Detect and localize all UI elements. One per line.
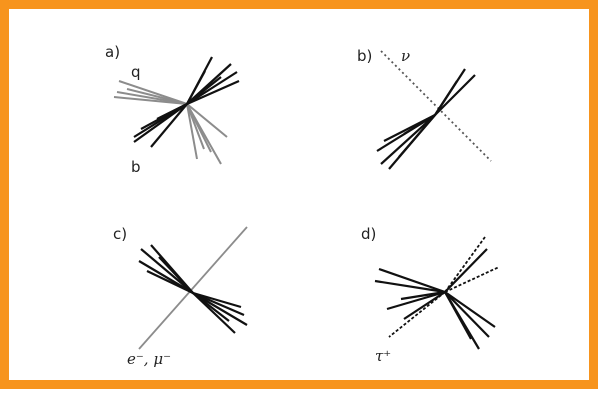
jet-line [186,76,222,105]
jet-line [444,291,490,338]
jet-line [158,256,194,294]
panel-d-label: d) [361,225,376,243]
panel-b-label: b) [357,47,372,65]
particle-lepton-label: e⁻, μ⁻ [127,350,171,368]
panel-c-label: c) [113,225,127,243]
panel-c: c) e⁻, μ⁻ [113,225,248,368]
jet-line [444,248,488,293]
particle-tau-label: τ⁺ [375,347,391,365]
diagram-frame: a) q b b) ν [0,0,598,389]
jet-line [403,291,446,320]
black-jet-lines [374,248,496,350]
jet-line [146,270,194,294]
jet-line [398,114,436,158]
neutrino-dotted-line [380,50,492,162]
decay-topology-diagram: a) q b b) ν [105,43,500,368]
b-jet-line [186,103,198,160]
black-jet-lines [138,244,248,334]
jet-line [403,114,436,135]
particle-neutrino-label: ν [401,47,410,65]
q-jet-line [126,88,188,105]
b-jet-line [186,103,228,138]
particle-b-label: b [131,158,141,176]
particle-q-label: q [131,63,141,81]
jet-line [386,290,446,311]
jet-line [150,103,188,148]
jet-line [140,248,194,294]
jet-line [192,291,242,309]
b-jet-line [186,103,205,150]
jet-line [434,80,458,116]
tau-dotted-line [388,291,446,338]
panel-a: a) q b [105,43,240,176]
black-jet-lines [376,68,476,170]
grey-jet-lines [113,80,228,165]
panel-b: b) ν [357,47,492,170]
jet-line [444,291,496,328]
jet-line [434,74,476,116]
jet-line [378,267,446,294]
jet-line [186,79,240,106]
jet-line [444,291,472,340]
tau-dotted-line [444,236,486,293]
panel-a-label: a) [105,43,120,61]
jet-line [192,292,230,322]
jet-line [156,103,188,120]
black-jet-lines [133,56,240,148]
panel-d: d) τ⁺ [361,225,500,365]
jet-line [192,292,248,326]
jet-line [374,279,446,294]
jet-line [192,291,245,317]
jet-line [400,290,446,301]
lepton-track-line [138,226,248,350]
jet-line [186,70,206,105]
jet-line [380,114,436,165]
tau-dotted-lines [388,236,500,338]
tau-dotted-line [444,266,500,293]
